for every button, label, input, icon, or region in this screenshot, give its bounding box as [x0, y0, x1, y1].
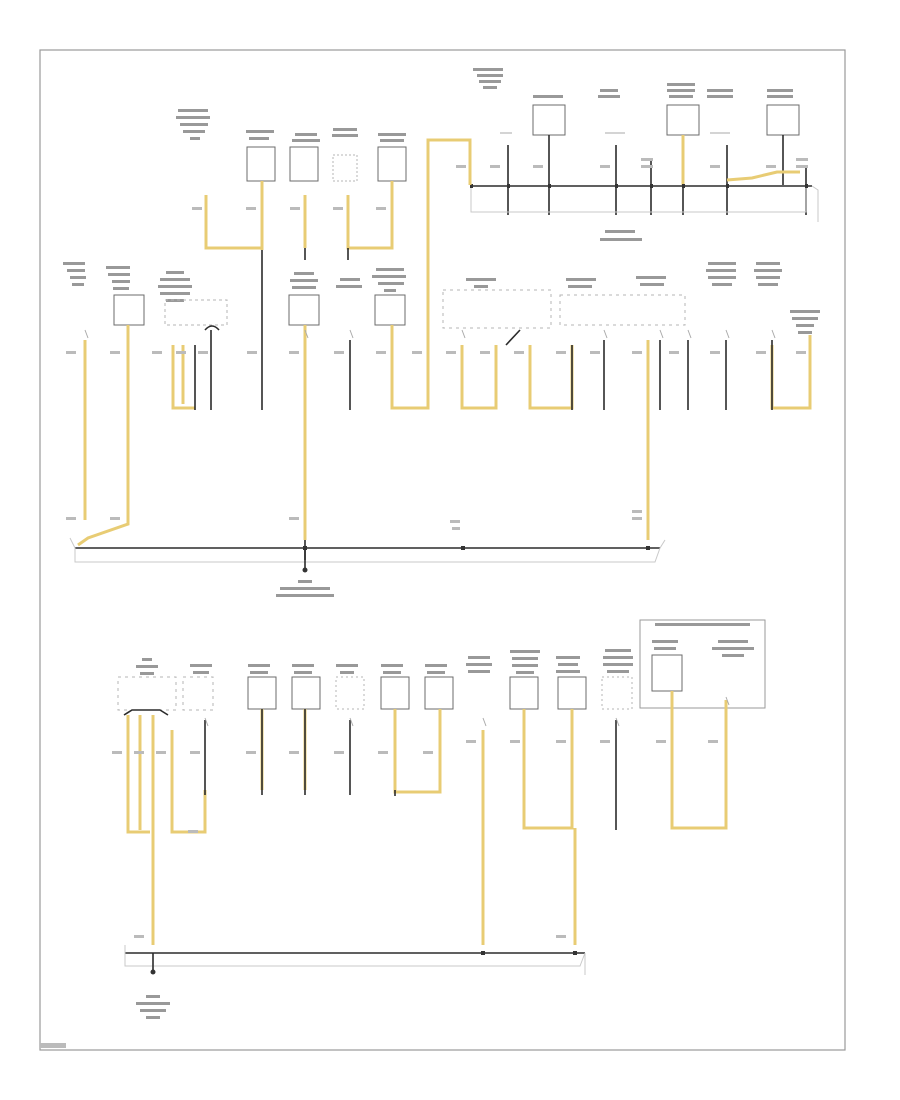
- component-box: [666, 104, 700, 136]
- label-block: [176, 109, 406, 142]
- component-boxes: [113, 289, 686, 329]
- ground-point-label: [136, 995, 170, 1019]
- upper-drops: [204, 181, 394, 410]
- top-right-drops: [507, 135, 807, 215]
- label-block: [136, 623, 754, 675]
- top-right-bus-tray: [470, 185, 819, 222]
- connector-ticks: [204, 696, 730, 727]
- wire-code-labels: [112, 740, 718, 938]
- wire-code-labels: [192, 207, 386, 210]
- footer-code-mark: [40, 1043, 66, 1048]
- component-box: [766, 104, 800, 136]
- riser-wire: [426, 138, 472, 348]
- upper-middle-group: [176, 109, 407, 410]
- top-right-group: [426, 68, 819, 348]
- connector-ticks: [84, 329, 776, 339]
- component-box: [532, 104, 566, 136]
- component-boxes: [246, 146, 407, 182]
- component-boxes: [117, 654, 683, 711]
- lower-group: [112, 619, 766, 1019]
- middle-row-wires: [77, 325, 812, 560]
- ground-bus-1-tray: [69, 537, 666, 563]
- option-box: [639, 619, 766, 709]
- ground-bus-1-nodes: [302, 546, 650, 573]
- ground-point-label: [276, 580, 334, 597]
- diagram-frame: [39, 49, 846, 1051]
- wire-code-labels: [456, 158, 808, 168]
- label-block: [473, 68, 793, 241]
- bus-nodes: [470, 184, 808, 188]
- ground-bus-2-tray: [124, 945, 586, 975]
- lower-wires: [123, 691, 728, 945]
- label-block: [63, 262, 820, 334]
- middle-row-group: [63, 262, 820, 597]
- ground-bus-2-nodes: [150, 951, 577, 975]
- wire-code-labels: [66, 351, 806, 530]
